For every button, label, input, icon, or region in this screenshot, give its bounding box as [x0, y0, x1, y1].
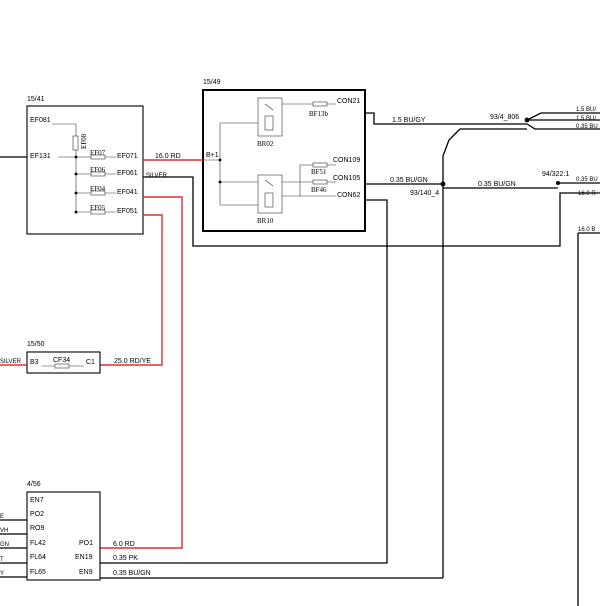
right-label-1: 1.5 BU/ [576, 107, 596, 113]
pin-con105: CON105 [333, 175, 360, 182]
right-label-2: 1.5 BU/ [576, 116, 596, 122]
box-4-56: 4/56 EN7 PO2 RO9 FL42 FL64 FL65 PO1 EN19… [26, 481, 101, 581]
relay-coil [264, 192, 274, 208]
relay-switch [264, 103, 274, 111]
fuse-ef04 [90, 190, 106, 196]
right-label-5: 16.0 R [578, 191, 596, 197]
wire-25rdye-label: 25.0 RD/YE [114, 358, 151, 365]
wire-right-3 [526, 123, 600, 130]
left-label-2: VH [0, 528, 8, 534]
pin-b3: B3 [30, 359, 39, 366]
pin-en7: EN7 [30, 497, 44, 504]
pin-c1: C1 [86, 359, 95, 366]
box-15-50: 15/50 B3 CF34 C1 [26, 341, 101, 374]
fuse-bf46 [312, 179, 328, 185]
wire-035pk-label: 0.35 PK [113, 555, 138, 562]
pin-en9: EN9 [79, 569, 93, 576]
fuse-ef08 [72, 135, 79, 151]
pin-ef131: EF131 [30, 153, 51, 160]
pin-ef071: EF071 [117, 153, 138, 160]
fuse-ef06 [90, 171, 106, 177]
relay-br10-label: BR10 [257, 217, 274, 225]
box-15-41-title: 15/41 [27, 96, 45, 103]
pin-fl65: FL65 [30, 569, 46, 576]
fuse-ef06-label: EF06 [90, 166, 106, 174]
box-15-41-outline [26, 105, 144, 235]
fuse-bf51 [312, 162, 328, 168]
box-15-49-title: 15/49 [203, 79, 221, 86]
pin-fl42: FL42 [30, 540, 46, 547]
fuse-ef05-label: EF05 [90, 204, 106, 212]
right-label-3: 0.35 BU [576, 124, 598, 130]
pin-con109: CON109 [333, 157, 360, 164]
relay-coil [264, 115, 274, 131]
junction-dot [218, 158, 222, 162]
relay-br10 [257, 174, 283, 214]
relay-switch [264, 179, 274, 187]
wire-silver-label: SILVER [146, 173, 168, 179]
fuse-cf34-label: CF34 [53, 357, 70, 364]
box-4-56-outline [26, 491, 101, 581]
pin-ef061: EF061 [117, 170, 138, 177]
box-15-41: 15/41 EF081 EF131 EF08 EF07 EF06 EF04 EF… [26, 96, 144, 235]
box-15-49: 15/49 B+1 BR02 BR10 BF13b BF51 BF46 [202, 79, 366, 232]
pin-ef041: EF041 [117, 189, 138, 196]
splice-93-4-806-label: 93/4_806 [490, 114, 519, 121]
fuse-ef07 [90, 154, 106, 160]
pin-ro9: RO9 [30, 525, 45, 532]
right-label-4: 0.35 BU [576, 177, 598, 183]
fuse-bf13b [312, 101, 328, 107]
relay-br02-label: BR02 [257, 140, 274, 148]
fuse-cf34 [54, 363, 70, 369]
wire-15bugy [365, 112, 527, 125]
wire-15bugy-label: 1.5 BU/GY [392, 117, 426, 124]
supply-b1: B+1 [206, 152, 219, 159]
pin-po2: PO2 [30, 511, 44, 518]
splice-93-140-4-label: 93/140_4 [410, 190, 439, 197]
box-15-50-title: 15/50 [27, 341, 45, 348]
wire-ef041-red [100, 196, 183, 549]
fuse-bf13b-label: BF13b [309, 110, 329, 118]
box-15-50-outline [26, 351, 101, 374]
fuse-ef08-label: EF08 [80, 133, 88, 149]
left-label-3: GN [0, 542, 9, 548]
pin-ef051: EF051 [117, 208, 138, 215]
pin-ef081: EF081 [30, 117, 51, 124]
fuse-bf51-label: BF51 [311, 168, 327, 176]
pin-con62: CON62 [337, 192, 360, 199]
fuse-ef07-label: EF07 [90, 149, 106, 157]
wire-6rd-label: 6.0 RD [113, 541, 135, 548]
left-label-5: Y [0, 571, 4, 577]
wire-ef061 [143, 176, 600, 247]
left-label-1: E [0, 514, 4, 520]
wire-right-1 [526, 112, 600, 121]
left-label-4: T [0, 557, 4, 563]
pin-po1: PO1 [79, 540, 93, 547]
wire-035bugn-a-label: 0.35 BU/GN [390, 177, 428, 184]
fuse-ef05 [90, 209, 106, 215]
wire-splice-up [442, 128, 461, 184]
wire-16rd-label: 16.0 RD [155, 153, 181, 160]
splice-94-322-1-label: 94/322:1 [542, 171, 569, 178]
wire-035bugn-c-label: 0.35 BU/GN [113, 570, 151, 577]
wire-ef051-red [100, 214, 163, 366]
wire-silver-left-label: SILVER [0, 359, 22, 365]
relay-br02 [257, 97, 283, 137]
pin-fl64: FL64 [30, 554, 46, 561]
fuse-bf46-label: BF46 [311, 186, 327, 194]
pin-en19: EN19 [75, 554, 93, 561]
wire-con62 [100, 199, 388, 564]
fuse-ef04-label: EF04 [90, 185, 106, 193]
pin-con21: CON21 [337, 98, 360, 105]
right-label-6: 16.0 B [578, 227, 595, 233]
wire-035bugn-b-label: 0.35 BU/GN [478, 181, 516, 188]
box-4-56-title: 4/56 [27, 481, 41, 488]
